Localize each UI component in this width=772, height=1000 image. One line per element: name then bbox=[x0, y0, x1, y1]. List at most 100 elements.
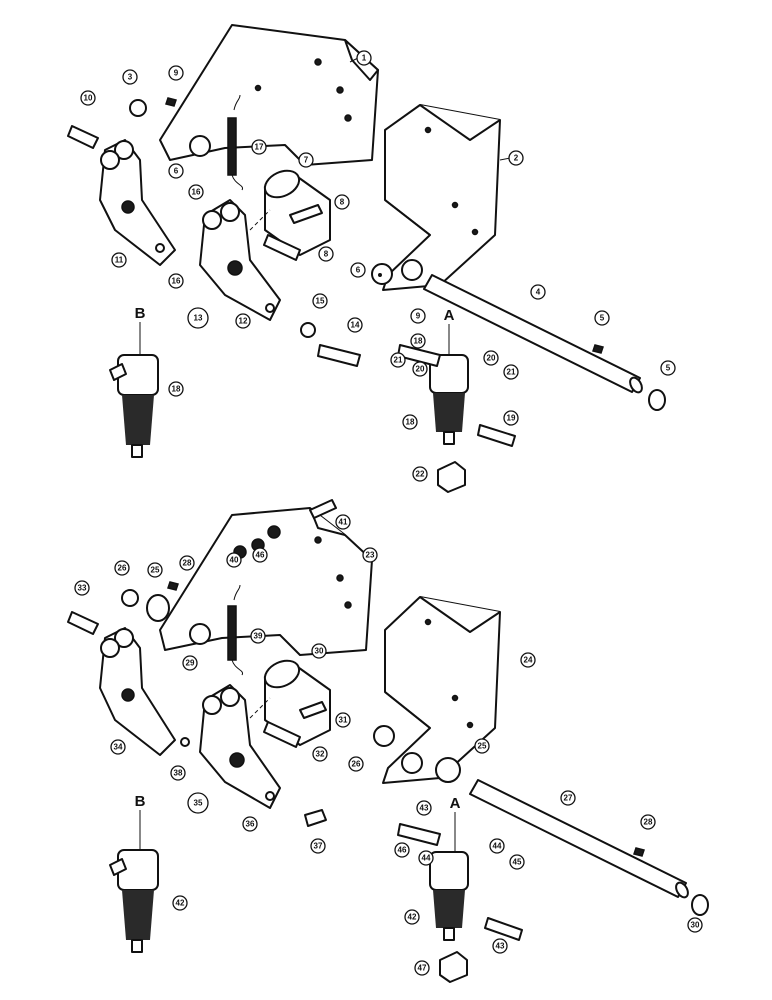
bolt-8 bbox=[289, 204, 323, 224]
svg-text:2: 2 bbox=[514, 154, 519, 163]
valve-lower-b bbox=[109, 849, 159, 953]
callout-9b: 9 bbox=[410, 308, 426, 324]
callout-32: 32 bbox=[312, 746, 328, 762]
callout-5b: 5 bbox=[660, 360, 676, 376]
callout-35: 35 bbox=[187, 792, 209, 814]
callout-21a: 21 bbox=[390, 352, 406, 368]
svg-text:26: 26 bbox=[118, 564, 127, 573]
callout-19: 19 bbox=[503, 410, 519, 426]
callout-8a: 8 bbox=[334, 194, 350, 210]
callout-47: 47 bbox=[414, 960, 430, 976]
svg-text:35: 35 bbox=[194, 799, 203, 808]
svg-text:46: 46 bbox=[256, 551, 265, 560]
pin-33 bbox=[67, 611, 99, 635]
bolt-14 bbox=[317, 344, 361, 367]
callout-30b: 30 bbox=[687, 917, 703, 933]
svg-text:21: 21 bbox=[507, 368, 516, 377]
callout-4: 4 bbox=[530, 284, 546, 300]
callout-16a: 16 bbox=[188, 184, 204, 200]
svg-text:8: 8 bbox=[324, 250, 329, 259]
svg-text:22: 22 bbox=[416, 470, 425, 479]
svg-text:28: 28 bbox=[183, 559, 192, 568]
callout-46a: 46 bbox=[394, 842, 410, 858]
shaft-lower bbox=[469, 779, 689, 899]
callout-14: 14 bbox=[347, 317, 363, 333]
svg-text:1: 1 bbox=[362, 54, 367, 63]
svg-text:32: 32 bbox=[316, 750, 325, 759]
washer-3 bbox=[129, 99, 147, 117]
svg-text:33: 33 bbox=[78, 584, 87, 593]
valve-lower-a bbox=[397, 823, 523, 941]
callout-42a: 42 bbox=[172, 895, 188, 911]
svg-text:9: 9 bbox=[416, 312, 421, 321]
svg-text:41: 41 bbox=[339, 518, 348, 527]
svg-text:43: 43 bbox=[420, 804, 429, 813]
callout-44a: 44 bbox=[418, 850, 434, 866]
svg-text:5: 5 bbox=[600, 314, 605, 323]
svg-text:17: 17 bbox=[255, 143, 264, 152]
callout-26b: 26 bbox=[348, 756, 364, 772]
shaft-upper bbox=[423, 274, 643, 394]
letter-a-upper: A bbox=[444, 307, 455, 324]
lever-upper-left bbox=[99, 139, 176, 266]
callout-1: 1 bbox=[349, 50, 372, 66]
svg-text:3: 3 bbox=[128, 73, 133, 82]
svg-text:27: 27 bbox=[564, 794, 573, 803]
callout-5a: 5 bbox=[594, 310, 610, 326]
valve-upper-a bbox=[397, 344, 516, 447]
bracket-plate-lower-left bbox=[159, 507, 373, 656]
callout-28b: 28 bbox=[640, 814, 656, 830]
callout-40: 40 bbox=[226, 552, 242, 568]
svg-text:10: 10 bbox=[84, 94, 93, 103]
callout-7: 7 bbox=[298, 152, 314, 168]
callout-31: 31 bbox=[335, 712, 351, 728]
svg-text:37: 37 bbox=[314, 842, 323, 851]
callout-27: 27 bbox=[560, 790, 576, 806]
callout-18a: 18 bbox=[168, 381, 184, 397]
svg-text:14: 14 bbox=[351, 321, 360, 330]
svg-text:18: 18 bbox=[172, 385, 181, 394]
callout-18c: 18 bbox=[402, 414, 418, 430]
callout-45: 45 bbox=[509, 854, 525, 870]
svg-text:20: 20 bbox=[487, 354, 496, 363]
svg-text:44: 44 bbox=[493, 842, 502, 851]
callout-8b: 8 bbox=[318, 246, 334, 262]
svg-text:28: 28 bbox=[644, 818, 653, 827]
block-47 bbox=[439, 951, 468, 983]
lever-lower-middle bbox=[199, 684, 281, 809]
callout-6a: 6 bbox=[168, 163, 184, 179]
spring-lower bbox=[227, 584, 244, 676]
svg-text:21: 21 bbox=[394, 356, 403, 365]
lever-lower-left bbox=[99, 627, 190, 756]
svg-text:15: 15 bbox=[316, 297, 325, 306]
svg-text:36: 36 bbox=[246, 820, 255, 829]
callout-43a: 43 bbox=[416, 800, 432, 816]
svg-text:31: 31 bbox=[339, 716, 348, 725]
svg-text:42: 42 bbox=[408, 913, 417, 922]
bracket-plate-upper-right bbox=[382, 104, 501, 291]
sleeve-lower bbox=[263, 659, 331, 746]
svg-text:8: 8 bbox=[340, 198, 345, 207]
callout-43b: 43 bbox=[492, 938, 508, 954]
svg-text:46: 46 bbox=[398, 846, 407, 855]
pin-37 bbox=[304, 809, 327, 827]
valve-upper-b bbox=[109, 354, 159, 458]
callout-13: 13 bbox=[187, 307, 209, 329]
svg-text:44: 44 bbox=[422, 854, 431, 863]
callout-34: 34 bbox=[110, 739, 126, 755]
block-22 bbox=[437, 461, 466, 493]
callout-42b: 42 bbox=[404, 909, 420, 925]
letter-b-upper: B bbox=[135, 305, 146, 322]
svg-text:18: 18 bbox=[406, 418, 415, 427]
callout-15: 15 bbox=[312, 293, 328, 309]
callout-22: 22 bbox=[412, 466, 428, 482]
svg-text:30: 30 bbox=[315, 647, 324, 656]
callout-24: 24 bbox=[520, 652, 536, 668]
svg-text:6: 6 bbox=[356, 266, 361, 275]
svg-text:43: 43 bbox=[496, 942, 505, 951]
svg-text:39: 39 bbox=[254, 632, 263, 641]
lower-assembly: B A 23 24 25 25 26 26 27 28 28 29 30 30 … bbox=[67, 499, 709, 983]
callout-30a: 30 bbox=[311, 643, 327, 659]
spring-upper bbox=[227, 94, 244, 191]
bracket-plate-upper-left bbox=[159, 24, 379, 166]
